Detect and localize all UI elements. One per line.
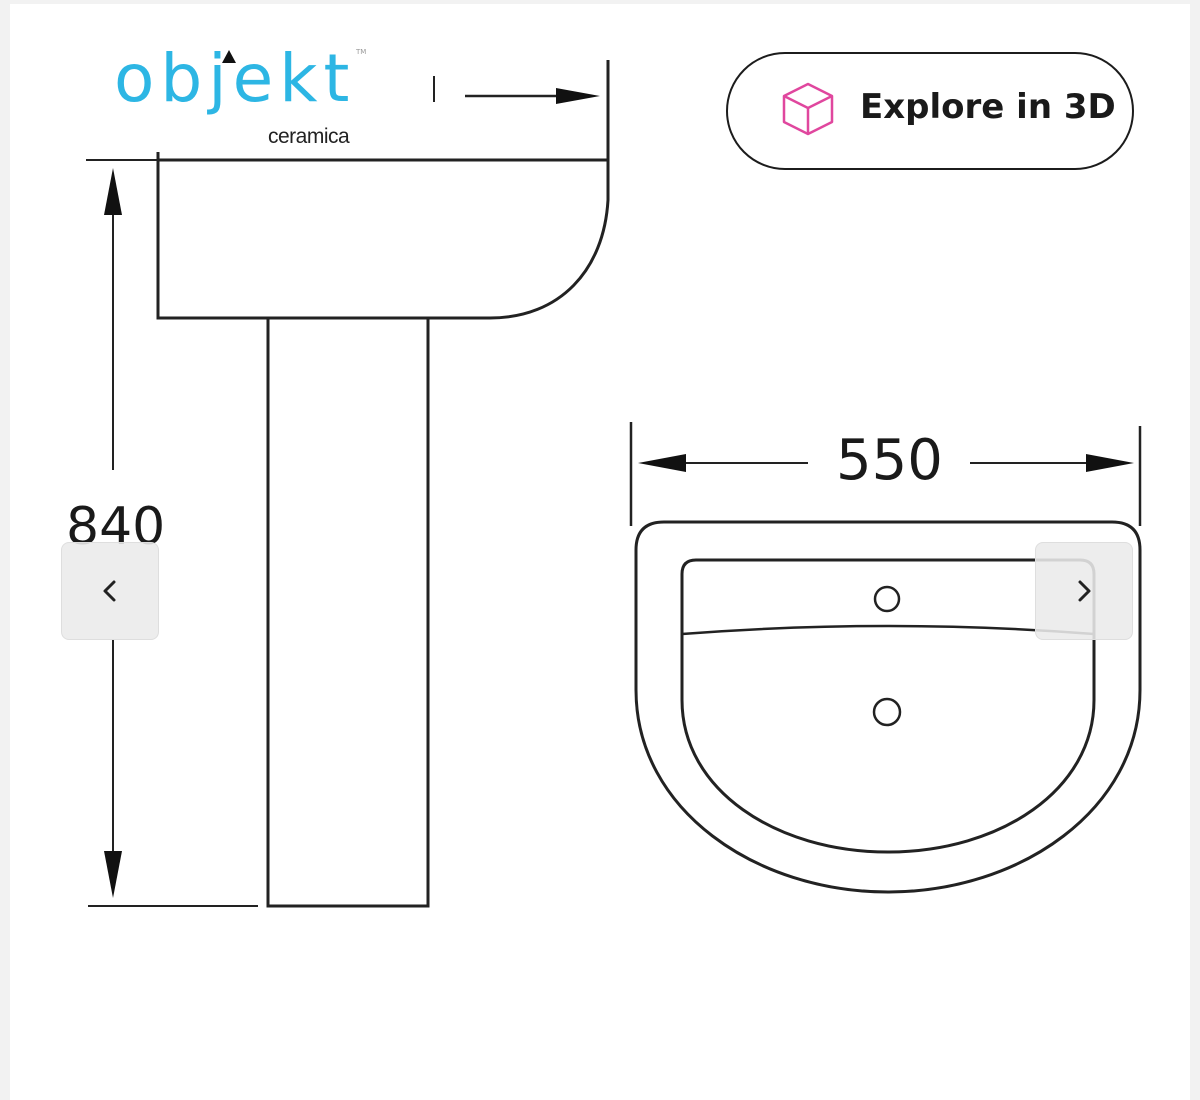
explore-3d-label: Explore in 3D [860,87,1116,127]
next-image-button[interactable] [1035,542,1133,640]
image-viewer [10,4,1190,1100]
trademark-mark: TM [356,48,367,56]
side-width-arrow [433,76,600,104]
basin-side-outline [156,158,610,320]
basin-top-outer [634,520,1142,894]
previous-image-button[interactable] [61,542,159,640]
height-dimension [86,159,258,907]
basin-deck-line [681,624,1095,636]
chevron-right-icon [1078,580,1091,602]
width-label: 550 [836,428,943,493]
pedestal-outline [266,316,430,908]
tap-hole [873,585,901,613]
width-dimension [629,422,1142,526]
brand-subtitle: ceramica [268,125,350,148]
logo-arrow-mark [222,50,236,63]
waste-hole [872,697,902,727]
explore-3d-button[interactable]: Explore in 3D [726,52,1134,170]
cube-icon [782,82,834,136]
chevron-left-icon [103,580,116,602]
basin-top-inner [680,558,1096,854]
